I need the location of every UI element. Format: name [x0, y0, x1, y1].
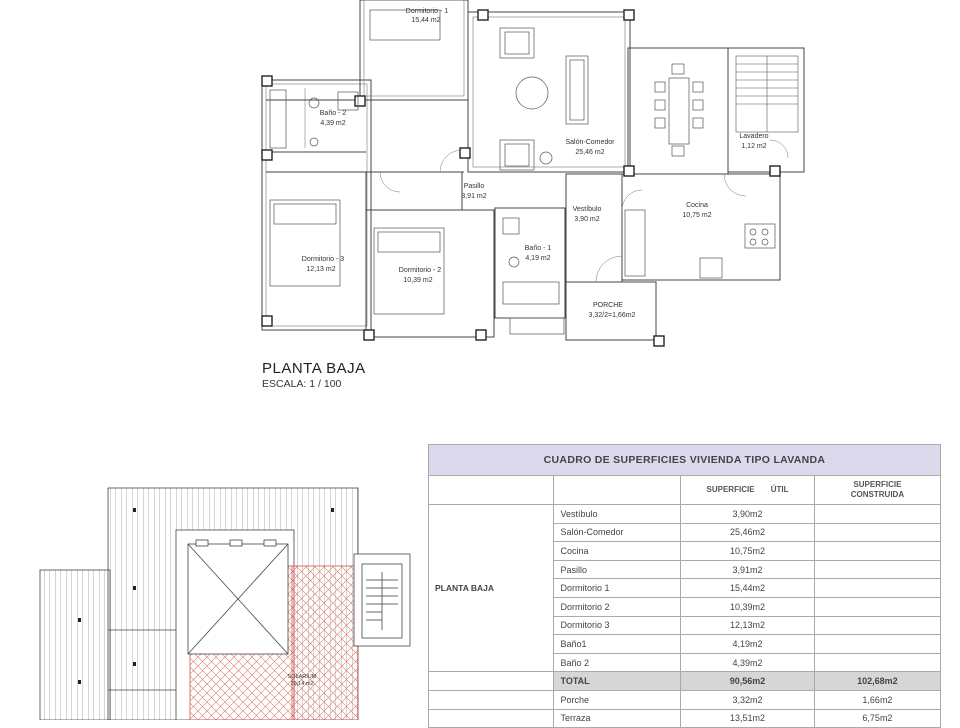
room-name: SOLARIUM: [288, 674, 317, 680]
table-title: CUADRO DE SUPERFICIES VIVIENDA TIPO LAVA…: [428, 444, 941, 476]
surface-table: CUADRO DE SUPERFICIES VIVIENDA TIPO LAVA…: [427, 444, 942, 728]
table-row: PLANTA BAJA Vestíbulo 3,90m2: [427, 503, 942, 673]
room-area: 12,13 m2: [306, 266, 335, 273]
blank-header-cell: [553, 475, 682, 505]
const-cell: [813, 559, 942, 580]
total-const: 102,68m2: [813, 671, 942, 691]
room-name: Baño - 2: [320, 110, 347, 117]
blank-cell: [427, 671, 555, 691]
util-cell: 4,19m2: [680, 634, 815, 654]
room-area: 3,90 m2: [574, 216, 599, 223]
table-row: Terraza 13,51m2 6,75m2: [427, 708, 942, 728]
room-labels: Dormitorio - 1 15,44 m2 Baño - 2 4,39 m2…: [302, 8, 769, 319]
room-cell: Terraza: [553, 708, 682, 728]
room-name: Lavadero: [739, 133, 768, 140]
util-cell: 10,75m2: [680, 541, 815, 561]
beds: [269, 9, 445, 315]
ground-floor-walls: [261, 0, 805, 341]
room-name: Cocina: [686, 202, 708, 209]
const-cell: [813, 615, 942, 636]
roof-plan: [39, 487, 411, 720]
plan-scale: ESCALA: 1 / 100: [262, 378, 342, 390]
room-cell: Baño 2: [553, 652, 682, 673]
group-label: PLANTA BAJA: [427, 503, 555, 673]
blank-cell: [427, 708, 555, 728]
room-name: Dormitorio - 2: [399, 267, 442, 274]
const-cell: 1,66m2: [813, 689, 942, 710]
roof-drains: [78, 508, 334, 684]
room-area: 10,75 m2: [682, 212, 711, 219]
room-name: PORCHE: [593, 302, 623, 309]
room-area: 1,12 m2: [741, 143, 766, 150]
col-header-util: SUPERFICIE ÚTIL: [680, 475, 815, 505]
room-name: Dormitorio - 1: [406, 8, 449, 15]
util-cell: 3,32m2: [680, 689, 815, 710]
util-cell: 13,51m2: [680, 708, 815, 728]
util-cell: 3,91m2: [680, 559, 815, 580]
room-area: 3,91 m2: [461, 193, 486, 200]
room-area: 4,19 m2: [525, 255, 550, 262]
room-name: Vestíbulo: [573, 206, 602, 213]
room-area: 3,32/2=1,66m2: [589, 312, 636, 319]
room-cell: Dormitorio 2: [553, 596, 682, 617]
util-cell: 25,46m2: [680, 522, 815, 543]
table-title-row: CUADRO DE SUPERFICIES VIVIENDA TIPO LAVA…: [428, 444, 941, 476]
util-cell: 10,39m2: [680, 596, 815, 617]
room-area: 15,44 m2: [411, 17, 440, 24]
dining-furniture: [654, 63, 704, 157]
column-markers: [261, 9, 781, 347]
blank-header-cell: [427, 475, 555, 505]
total-util: 90,56m2: [680, 671, 815, 691]
living-furniture: [499, 27, 589, 171]
room-cell: Baño1: [553, 634, 682, 654]
plan-caption: PLANTA BAJA ESCALA: 1 / 100: [262, 360, 366, 390]
room-area: 4,39 m2: [320, 120, 345, 127]
table-row: Porche 3,32m2 1,66m2: [427, 689, 942, 710]
const-cell: [813, 578, 942, 598]
room-cell: Salón-Comedor: [553, 522, 682, 543]
stair: [735, 55, 799, 133]
util-cell: 15,44m2: [680, 578, 815, 598]
room-name: Dormitorio - 3: [302, 256, 345, 263]
const-cell: 6,75m2: [813, 708, 942, 728]
room-name: Pasillo: [464, 183, 485, 190]
fixtures: [269, 89, 776, 335]
room-cell: Dormitorio 1: [553, 578, 682, 598]
util-cell: 3,90m2: [680, 504, 815, 524]
const-cell: [813, 652, 942, 673]
room-area: 25,46 m2: [575, 149, 604, 156]
const-cell: [813, 504, 942, 524]
room-name: Baño - 1: [525, 245, 552, 252]
room-area: 10,39 m2: [403, 277, 432, 284]
const-cell: [813, 541, 942, 561]
total-label: TOTAL: [553, 671, 682, 691]
blank-cell: [427, 689, 555, 710]
const-cell: [813, 596, 942, 617]
room-cell: Dormitorio 3: [553, 615, 682, 636]
table-total-row: TOTAL 90,56m2 102,68m2: [427, 671, 942, 691]
plan-title: PLANTA BAJA: [262, 360, 366, 377]
room-cell: Pasillo: [553, 559, 682, 580]
const-cell: [813, 634, 942, 654]
room-cell: Vestíbulo: [553, 504, 682, 524]
table-row: Salón-Comedor 25,46m2: [429, 522, 942, 543]
room-cell: Cocina: [553, 541, 682, 561]
util-cell: 4,39m2: [680, 652, 815, 673]
door-swings: [379, 139, 789, 283]
const-cell: [813, 522, 942, 543]
util-cell: 12,13m2: [680, 615, 815, 636]
room-area: 29,14 m2: [291, 681, 314, 687]
room-cell: Porche: [553, 689, 682, 710]
room-name: Salón-Comedor: [565, 139, 615, 146]
